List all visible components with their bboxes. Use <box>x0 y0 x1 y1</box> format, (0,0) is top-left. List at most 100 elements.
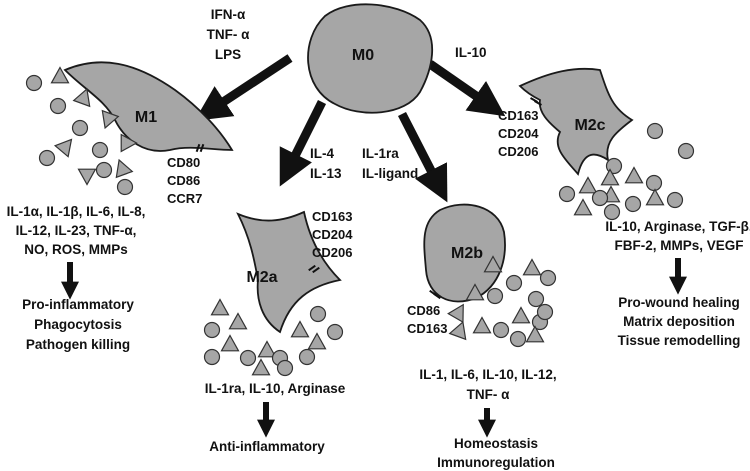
arrow-m0-to-m1 <box>194 54 293 121</box>
secreted-particle-circle <box>591 189 609 207</box>
m1-marker-3: CCR7 <box>167 191 203 206</box>
secreted-particle-triangle <box>228 312 248 330</box>
m2c-stimulus-1: IL-10 <box>455 45 487 60</box>
secreted-particle-triangle <box>251 358 271 376</box>
secreted-particle-circle <box>239 349 257 367</box>
secreted-particle-circle <box>527 290 545 308</box>
m1-stimulus-2: TNF- α <box>206 27 250 42</box>
m2a-function-1: Anti-inflammatory <box>209 439 325 454</box>
m2c-receptor-b <box>534 100 542 106</box>
secreted-particle-circle <box>276 359 294 377</box>
secreted-particle-circle <box>558 185 576 203</box>
m2a-stimulus-2: IL-13 <box>310 166 342 181</box>
m1-receptor <box>195 143 201 153</box>
secreted-particle-triangle <box>483 255 503 273</box>
secreted-particle-triangle <box>72 87 91 108</box>
secreted-particle-triangle <box>220 334 240 352</box>
m2a-receptor-b <box>312 266 320 274</box>
secreted-particles <box>25 66 695 377</box>
m2c-function-2: Matrix deposition <box>623 314 735 329</box>
secreted-particle-triangle <box>120 133 138 153</box>
m1-function-1: Pro-inflammatory <box>22 297 134 312</box>
secreted-particle-triangle <box>573 198 593 216</box>
secreted-particle-triangle <box>53 138 73 158</box>
secreted-particle-triangle <box>101 109 120 130</box>
m2b-stimulus-1: IL-1ra <box>362 146 399 161</box>
m1-stimulus-3: LPS <box>214 47 242 62</box>
polarization-arrows <box>194 54 506 203</box>
m2b-marker-2: CD163 <box>407 321 448 336</box>
m1-label: M1 <box>135 109 157 126</box>
m2c-label: M2c <box>574 117 605 134</box>
m1-stimulus-1: IFN-α <box>210 7 246 22</box>
secreted-particle-circle <box>203 321 221 339</box>
m0-cell <box>307 3 433 114</box>
m2b-secretion-1: IL-1, IL-6, IL-10, IL-12, <box>419 367 557 382</box>
m2a-label: M2a <box>246 269 277 286</box>
secreted-particle-circle <box>536 303 554 321</box>
function-arrows <box>61 258 687 438</box>
m2a-stimulus-1: IL-4 <box>310 146 335 161</box>
secreted-particle-triangle <box>522 258 542 276</box>
m2b-receptor-b <box>433 292 441 300</box>
secreted-particle-circle <box>309 305 327 323</box>
secreted-particle-triangle <box>525 325 545 343</box>
secreted-particle-circle <box>25 74 43 92</box>
secreted-particle-circle <box>505 274 523 292</box>
secreted-particle-circle <box>203 348 221 366</box>
secreted-particle-triangle <box>624 166 644 184</box>
secreted-particle-circle <box>71 119 89 137</box>
m0-label: M0 <box>352 47 374 64</box>
secreted-particle-triangle <box>472 316 492 334</box>
m1-receptor-b <box>199 143 205 153</box>
secreted-particle-triangle <box>465 283 485 301</box>
m1-secretion-2: IL-12, IL-23, TNF-α, <box>15 223 137 238</box>
secreted-particle-circle <box>666 191 684 209</box>
secreted-particle-circle <box>645 174 663 192</box>
m1-secretion-3: NO, ROS, MMPs <box>24 242 128 257</box>
secreted-particle-circle <box>38 149 56 167</box>
secreted-particle-circle <box>116 178 134 196</box>
m2a-marker-2: CD204 <box>312 227 353 242</box>
m2c-marker-3: CD206 <box>498 144 539 159</box>
arrow-m0-to-m2b <box>397 111 448 203</box>
secreted-particle-circle <box>298 348 316 366</box>
m1-marker-1: CD80 <box>167 155 201 170</box>
arrow-m0-to-m2a <box>279 99 327 187</box>
secreted-particle-triangle <box>578 176 598 194</box>
secreted-particle-triangle <box>307 332 327 350</box>
secreted-particle-triangle <box>115 158 134 179</box>
secreted-particle-circle <box>95 161 113 179</box>
secreted-particle-circle <box>603 203 621 221</box>
secreted-particle-circle <box>91 141 109 159</box>
secreted-particle-circle <box>646 122 664 140</box>
m2b-label: M2b <box>451 245 483 262</box>
m2a-marker-1: CD163 <box>312 209 353 224</box>
secreted-particle-triangle <box>645 188 665 206</box>
m2b-stimulus-2: IL-ligand <box>362 166 419 181</box>
secreted-particle-circle <box>509 330 527 348</box>
m2c-marker-2: CD204 <box>498 126 539 141</box>
arrow-m0-to-m2c <box>427 60 506 117</box>
m2c-function-3: Tissue remodelling <box>617 333 741 348</box>
secreted-particle-circle <box>539 269 557 287</box>
secreted-particle-triangle <box>77 168 97 186</box>
secreted-particle-circle <box>486 287 504 305</box>
m2b-function-1: Homeostasis <box>453 436 539 451</box>
m1-marker-2: CD86 <box>167 173 201 188</box>
m1-function-3: Pathogen killing <box>25 337 131 352</box>
m2c-secretion-2: FBF-2, MMPs, VEGF <box>614 238 744 253</box>
secreted-particle-triangle <box>511 306 531 324</box>
m2b-marker-1: CD86 <box>407 303 441 318</box>
secreted-particle-triangle <box>257 340 277 358</box>
m2a-cell <box>236 210 342 334</box>
m2a-marker-3: CD206 <box>312 245 353 260</box>
secreted-particle-triangle <box>290 320 310 338</box>
m2a-receptor <box>308 264 316 272</box>
secreted-particle-triangle <box>448 320 467 341</box>
secreted-particle-circle <box>624 195 642 213</box>
secreted-particle-circle <box>326 323 344 341</box>
m1-secretion-1: IL-1α, IL-1β, IL-6, IL-8, <box>6 204 146 219</box>
secreted-particle-triangle <box>600 168 620 186</box>
